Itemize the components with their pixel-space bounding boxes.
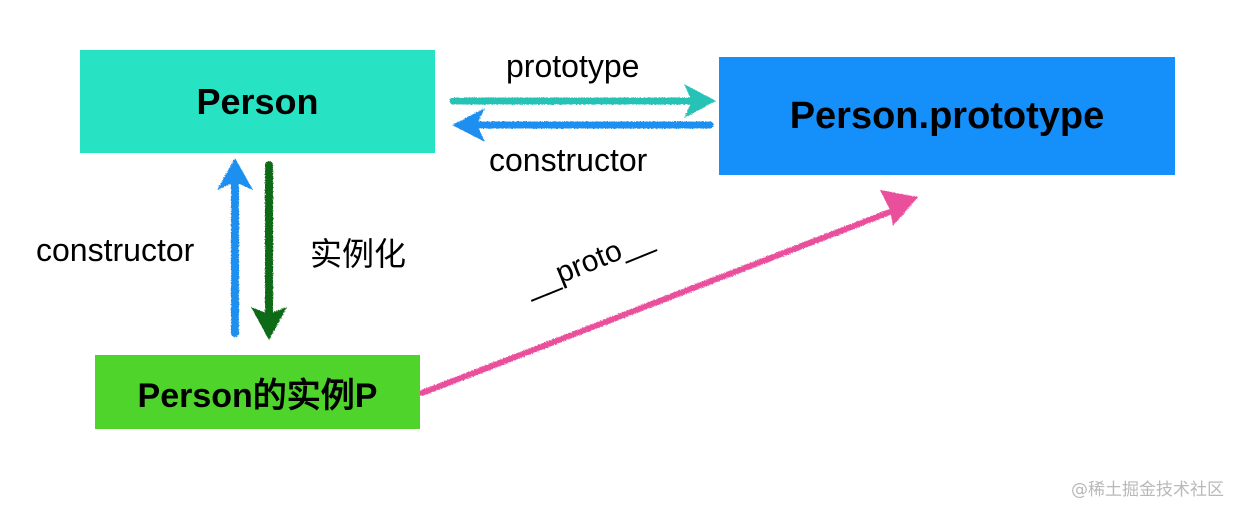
watermark: @稀土掘金技术社区 [1071, 480, 1224, 500]
person-instance-node: Person的实例P [95, 355, 420, 429]
person-node-label: Person [196, 80, 319, 122]
person-node: Person [80, 50, 435, 153]
person-instance-node-label: Person的实例P [137, 376, 378, 415]
proto-arrow [419, 190, 918, 396]
constructor-top-edge-label: constructor [489, 142, 648, 178]
prototype-edge-label: prototype [506, 48, 640, 84]
instantiate-edge-label: 实例化 [310, 235, 407, 273]
constructor-left-arrow [217, 158, 253, 337]
constructor-left-edge-label: constructor [36, 232, 195, 268]
instantiate-arrow [251, 161, 287, 340]
prototype-arrow [449, 84, 716, 118]
constructor-top-arrow [452, 108, 714, 142]
person-prototype-node-label: Person.prototype [789, 94, 1105, 137]
person-prototype-node: Person.prototype [719, 57, 1175, 175]
